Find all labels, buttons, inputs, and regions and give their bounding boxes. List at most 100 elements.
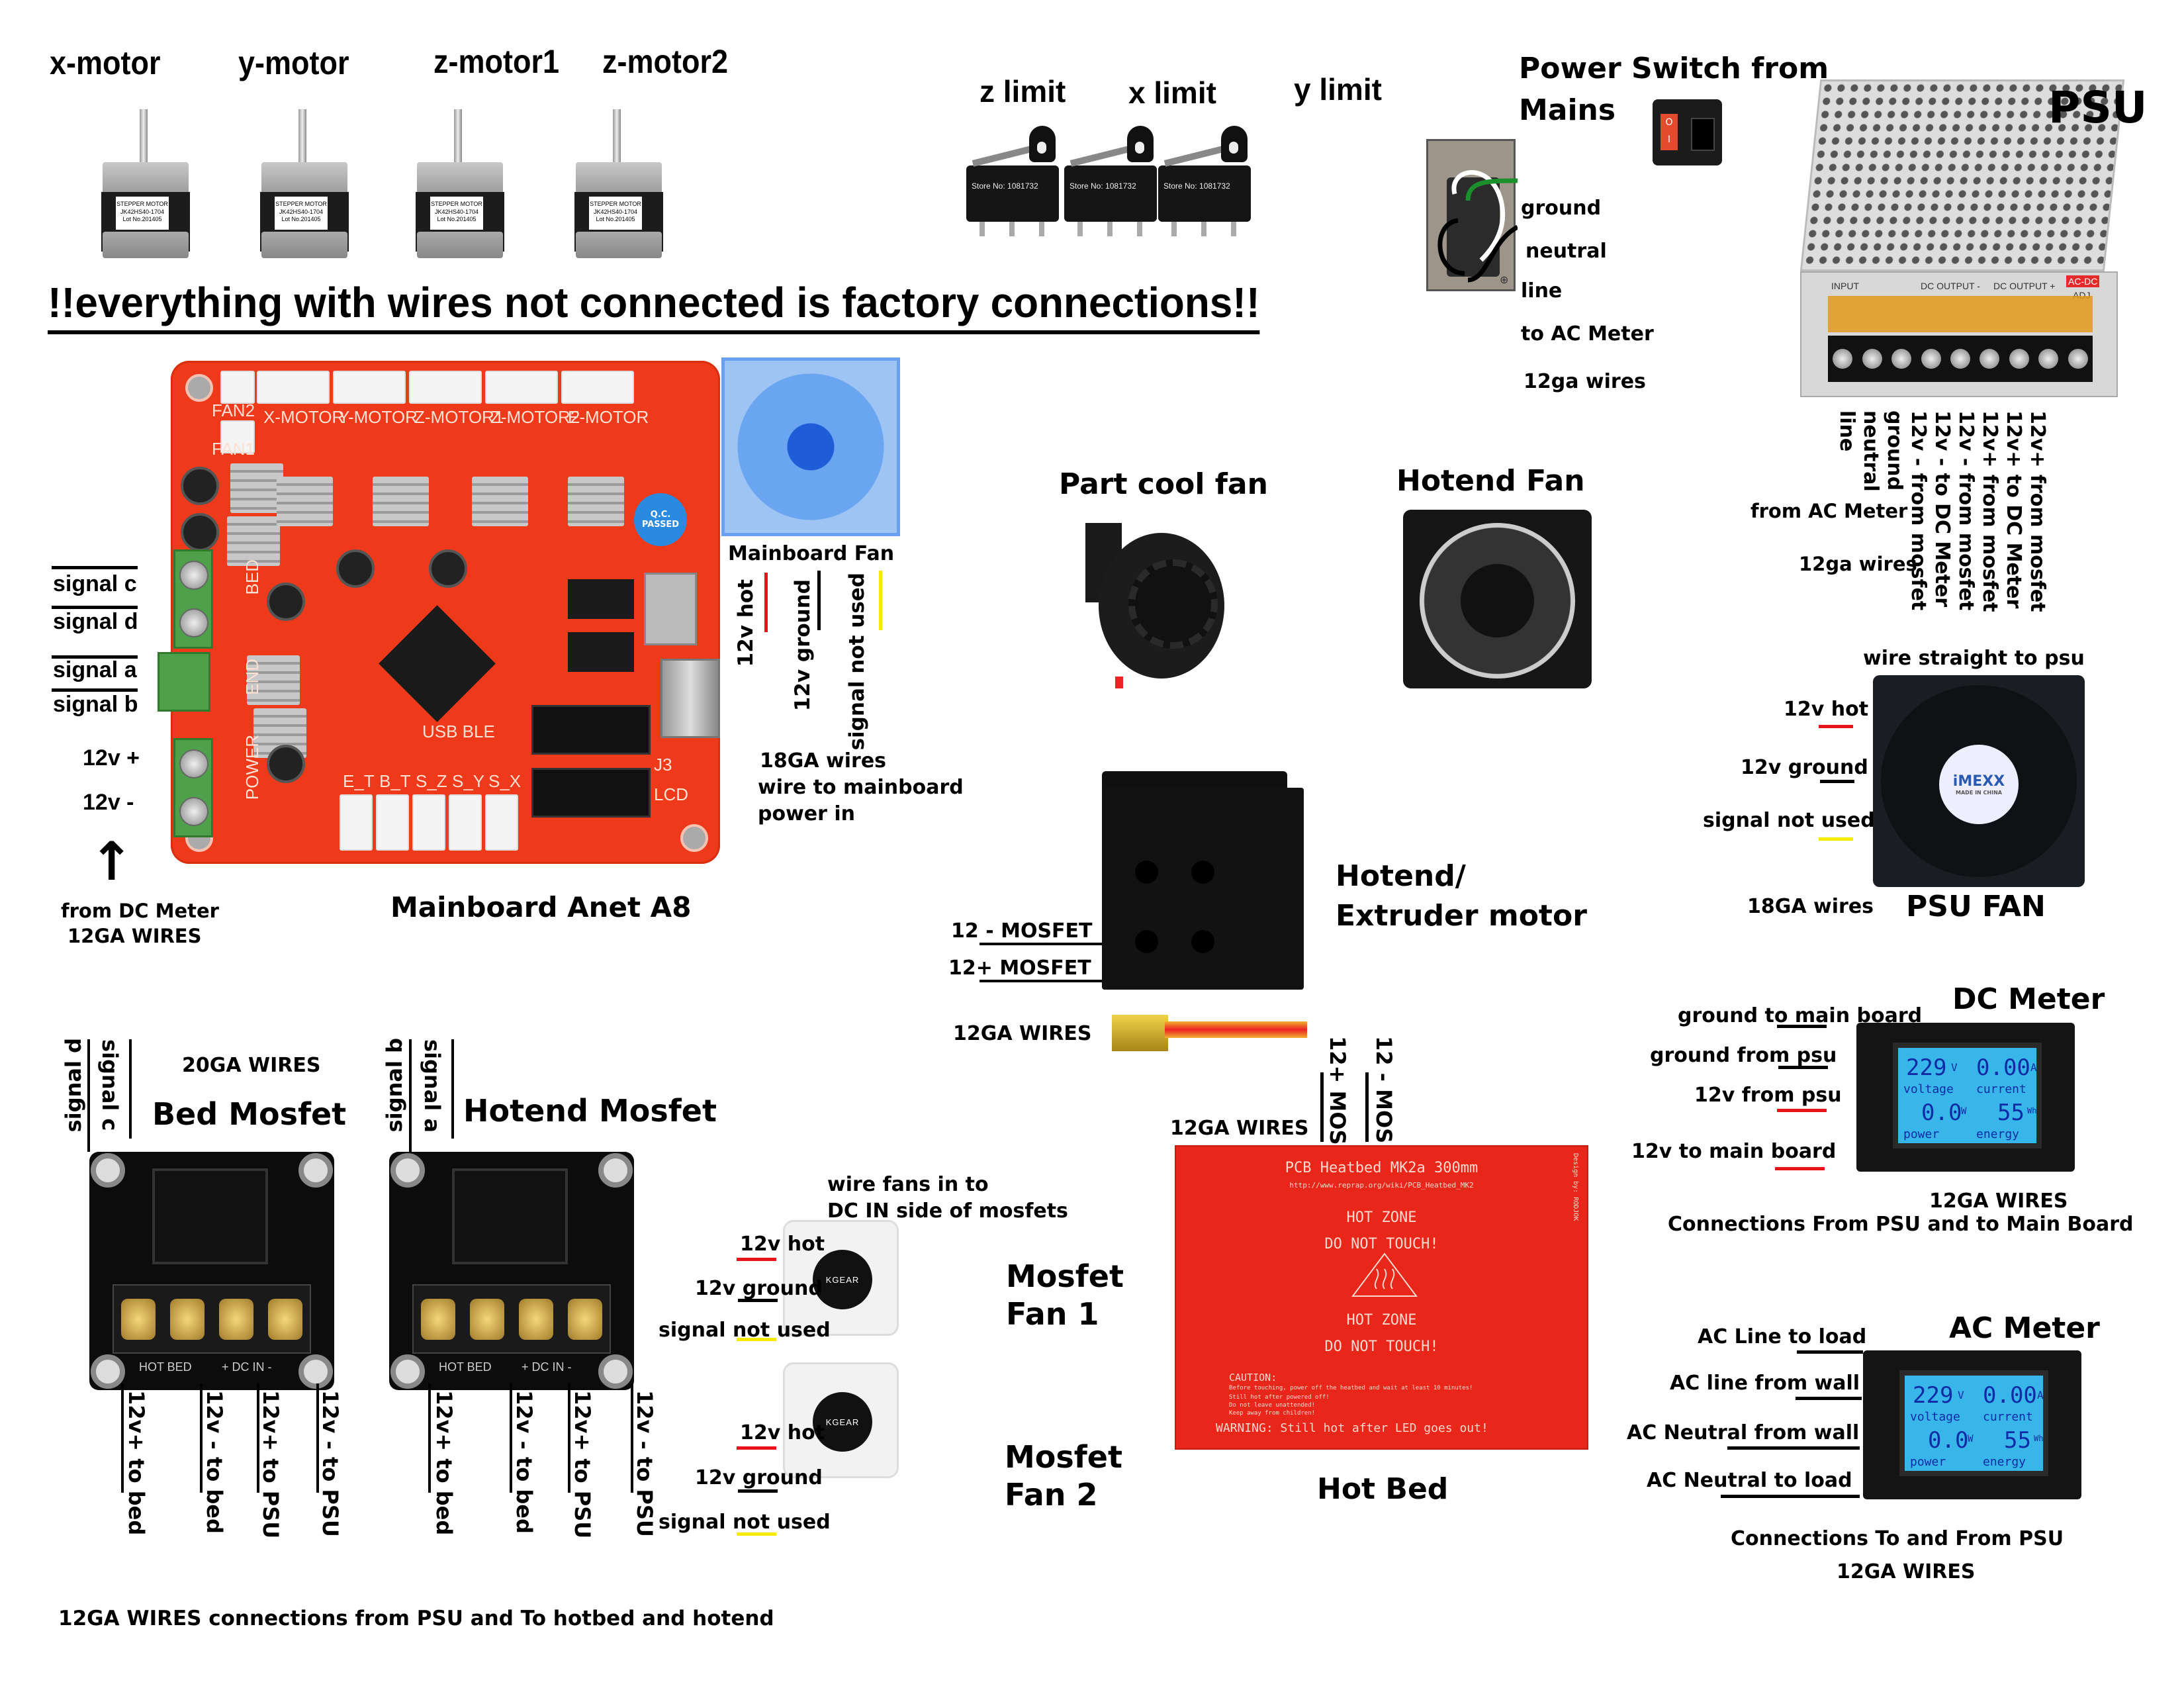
ac-meter-note: Connections To and From PSU — [1731, 1527, 2064, 1550]
ac-meter-line-to-load-label: AC Line to load — [1698, 1325, 1867, 1348]
z-motor1-label: z-motor1 — [433, 43, 559, 80]
part-cool-fan-image — [1085, 523, 1224, 688]
mainboard-12v-minus-label: 12v - — [83, 790, 134, 815]
j3-label: J3 — [654, 755, 672, 774]
ac-meter-line-to-load-wire — [1797, 1350, 1863, 1354]
power-terminal-label: POWER — [242, 735, 262, 800]
heat-warning-icon — [1351, 1252, 1418, 1297]
hotend-mosfet-board-image: HOT BED + DC IN - — [389, 1152, 634, 1390]
bed-mosfet-signal-c-label: signal c — [97, 1039, 122, 1131]
sd-card-slot — [644, 573, 697, 645]
mainboard-power-note-line3: power in — [758, 802, 856, 825]
mainboard-power-note-line2: wire to mainboard — [758, 776, 964, 799]
mainboard-fan-signal-label: signal not used — [845, 573, 869, 751]
up-arrow-icon: ↑ — [89, 831, 134, 892]
hotend-mosfet-signal-b-label: signal b — [382, 1038, 407, 1133]
mosfet-fan-1-title-line2: Fan 1 — [1006, 1296, 1099, 1332]
x-motor-port-label: X-MOTOR — [263, 407, 345, 427]
ac-meter-neutral-from-wall-label: AC Neutral from wall — [1627, 1421, 1860, 1444]
mosfet-fan-1-signal-label: signal not used — [659, 1319, 831, 1342]
z-motor1-port-label: Z-MOTOR1 — [414, 407, 504, 427]
bt-port-label: B_T — [379, 771, 411, 791]
switch-wire-ground-label: ground — [1521, 197, 1602, 220]
z-limit-switch-image: Store No: 1081732 — [960, 126, 1066, 238]
mainboard-fan-ground-wire — [817, 571, 821, 630]
dc-meter-gauge-label: 12GA WIRES — [1929, 1190, 2068, 1213]
mosfet-fan-2-hot-wire — [737, 1446, 776, 1450]
ac-meter-gauge-label: 12GA WIRES — [1837, 1560, 1976, 1583]
dc-meter-12v-to-mainboard-label: 12v to main board — [1631, 1140, 1837, 1163]
psu-wire-gauge-note: 12ga wires — [1799, 553, 1917, 575]
hotend-fan-image — [1403, 510, 1592, 688]
mosfet-fan-1-ground-wire — [738, 1299, 778, 1302]
dc-meter-ground-from-psu-label: ground from psu — [1650, 1044, 1837, 1067]
zoom-magnifier-icon: ⊕ — [1500, 273, 1509, 286]
mosfet-fan-2-image: KGEAR — [783, 1362, 899, 1478]
mosfet-fan-2-title-line1: Mosfet — [1005, 1439, 1122, 1475]
hotend-gauge-label: 12GA WIRES — [953, 1022, 1092, 1045]
psu-fan-title: PSU FAN — [1906, 890, 2046, 923]
ac-meter-line-from-wall-label: AC line from wall — [1670, 1372, 1860, 1395]
bed-terminal-block — [173, 549, 213, 649]
mainboard-power-note-line1: 18GA wires — [760, 749, 887, 773]
psu-terminal-v-plus-1: 12v+ from mosfet — [1978, 410, 2001, 612]
hotend-mosfet-title: Hotend Mosfet — [463, 1093, 717, 1129]
ac-meter-title: AC Meter — [1949, 1311, 2100, 1345]
iec-socket-icon — [1691, 118, 1715, 151]
dc-meter-ground-to-mainboard-wire — [1777, 1025, 1827, 1028]
factory-connections-banner: !!everything with wires not connected is… — [48, 281, 1260, 334]
mosfet-fan-1-hot-label: 12v hot — [740, 1233, 825, 1256]
mainboard-signal-a-label: signal a — [53, 657, 137, 682]
hotend-fan-title: Hotend Fan — [1396, 464, 1585, 498]
psu-terminal-v-minus-1: 12v - from mosfet — [1907, 410, 1930, 611]
fan2-port-label: FAN2 — [212, 400, 255, 420]
mosfet-fans-note-line2: DC IN side of mosfets — [827, 1199, 1068, 1223]
mainboard-signal-d-label: signal d — [53, 609, 138, 634]
switch-wires-drawing — [1437, 170, 1518, 283]
psu-terminal-line: line — [1835, 410, 1858, 452]
psu-image: INPUT DC OUTPUT - DC OUTPUT + ADJ AC-DC — [1799, 79, 2144, 397]
dc-meter-12v-to-mainboard-wire — [1775, 1167, 1825, 1170]
mosfet-fan-2-signal-wire — [737, 1532, 776, 1536]
mosfet-fan-1-ground-label: 12v ground — [695, 1277, 823, 1300]
mainboard-fan-hot-wire — [764, 573, 768, 632]
mosfet-fan-2-hot-label: 12v hot — [740, 1421, 825, 1444]
switch-wire-neutral-label: neutral — [1525, 240, 1607, 263]
mosfet-fan-2-title-line2: Fan 2 — [1005, 1477, 1098, 1513]
bed-mosfet-board-image: HOT BED + DC IN - — [89, 1152, 334, 1390]
hotend-mosfet-terminal-2: 12v - to bed — [512, 1390, 537, 1534]
end-terminal-label: END — [242, 659, 262, 695]
power-terminal-block — [173, 738, 213, 837]
mosfet-signal-gauge-label: 20GA WIRES — [182, 1054, 321, 1077]
lcd-header — [531, 768, 651, 818]
hotend-title-line2: Extruder motor — [1336, 899, 1587, 933]
mosfet-fan-1-title-line1: Mosfet — [1006, 1258, 1124, 1294]
power-switch-title-line2: Mains — [1519, 93, 1616, 127]
mosfet-fan-2-ground-label: 12v ground — [695, 1466, 823, 1489]
switch-wire-gauge-label: 12ga wires — [1524, 370, 1646, 393]
mainboard-fan-hot-label: 12v hot — [734, 579, 758, 667]
bed-mosfet-title: Bed Mosfet — [152, 1096, 347, 1132]
dc-meter-12v-from-psu-wire — [1777, 1109, 1827, 1112]
qc-passed-sticker: Q.C. PASSED — [634, 493, 687, 546]
usb-ble-label: USB BLE — [422, 722, 495, 741]
mainboard-title: Mainboard Anet A8 — [390, 891, 692, 923]
lcd-label: LCD — [654, 784, 689, 804]
mosfet-fan-1-image: KGEAR — [783, 1220, 899, 1336]
sx-port-label: S_X — [488, 771, 522, 791]
mosfet-fan-2-signal-label: signal not used — [659, 1511, 831, 1534]
hotend-12-minus-mosfet-label: 12 - MOSFET — [951, 919, 1093, 943]
ac-meter-line-from-wall-wire — [1796, 1397, 1862, 1400]
psu-terminal-v-plus-2: 12v+ to DC Meter — [2002, 410, 2025, 609]
mainboard-fan-title: Mainboard Fan — [728, 542, 895, 565]
mosfet-fan-2-ground-wire — [738, 1489, 778, 1493]
psu-fan-top-note: wire straight to psu — [1863, 647, 2085, 670]
hotend-mosfet-signal-a-label: signal a — [420, 1039, 445, 1133]
mainboard-anet-a8-image: FAN2 FAN1 X-MOTOR Y-MOTOR Z-MOTOR1 Z-MOT… — [171, 361, 720, 864]
mosfet-fans-note-line1: wire fans in to — [827, 1173, 989, 1196]
